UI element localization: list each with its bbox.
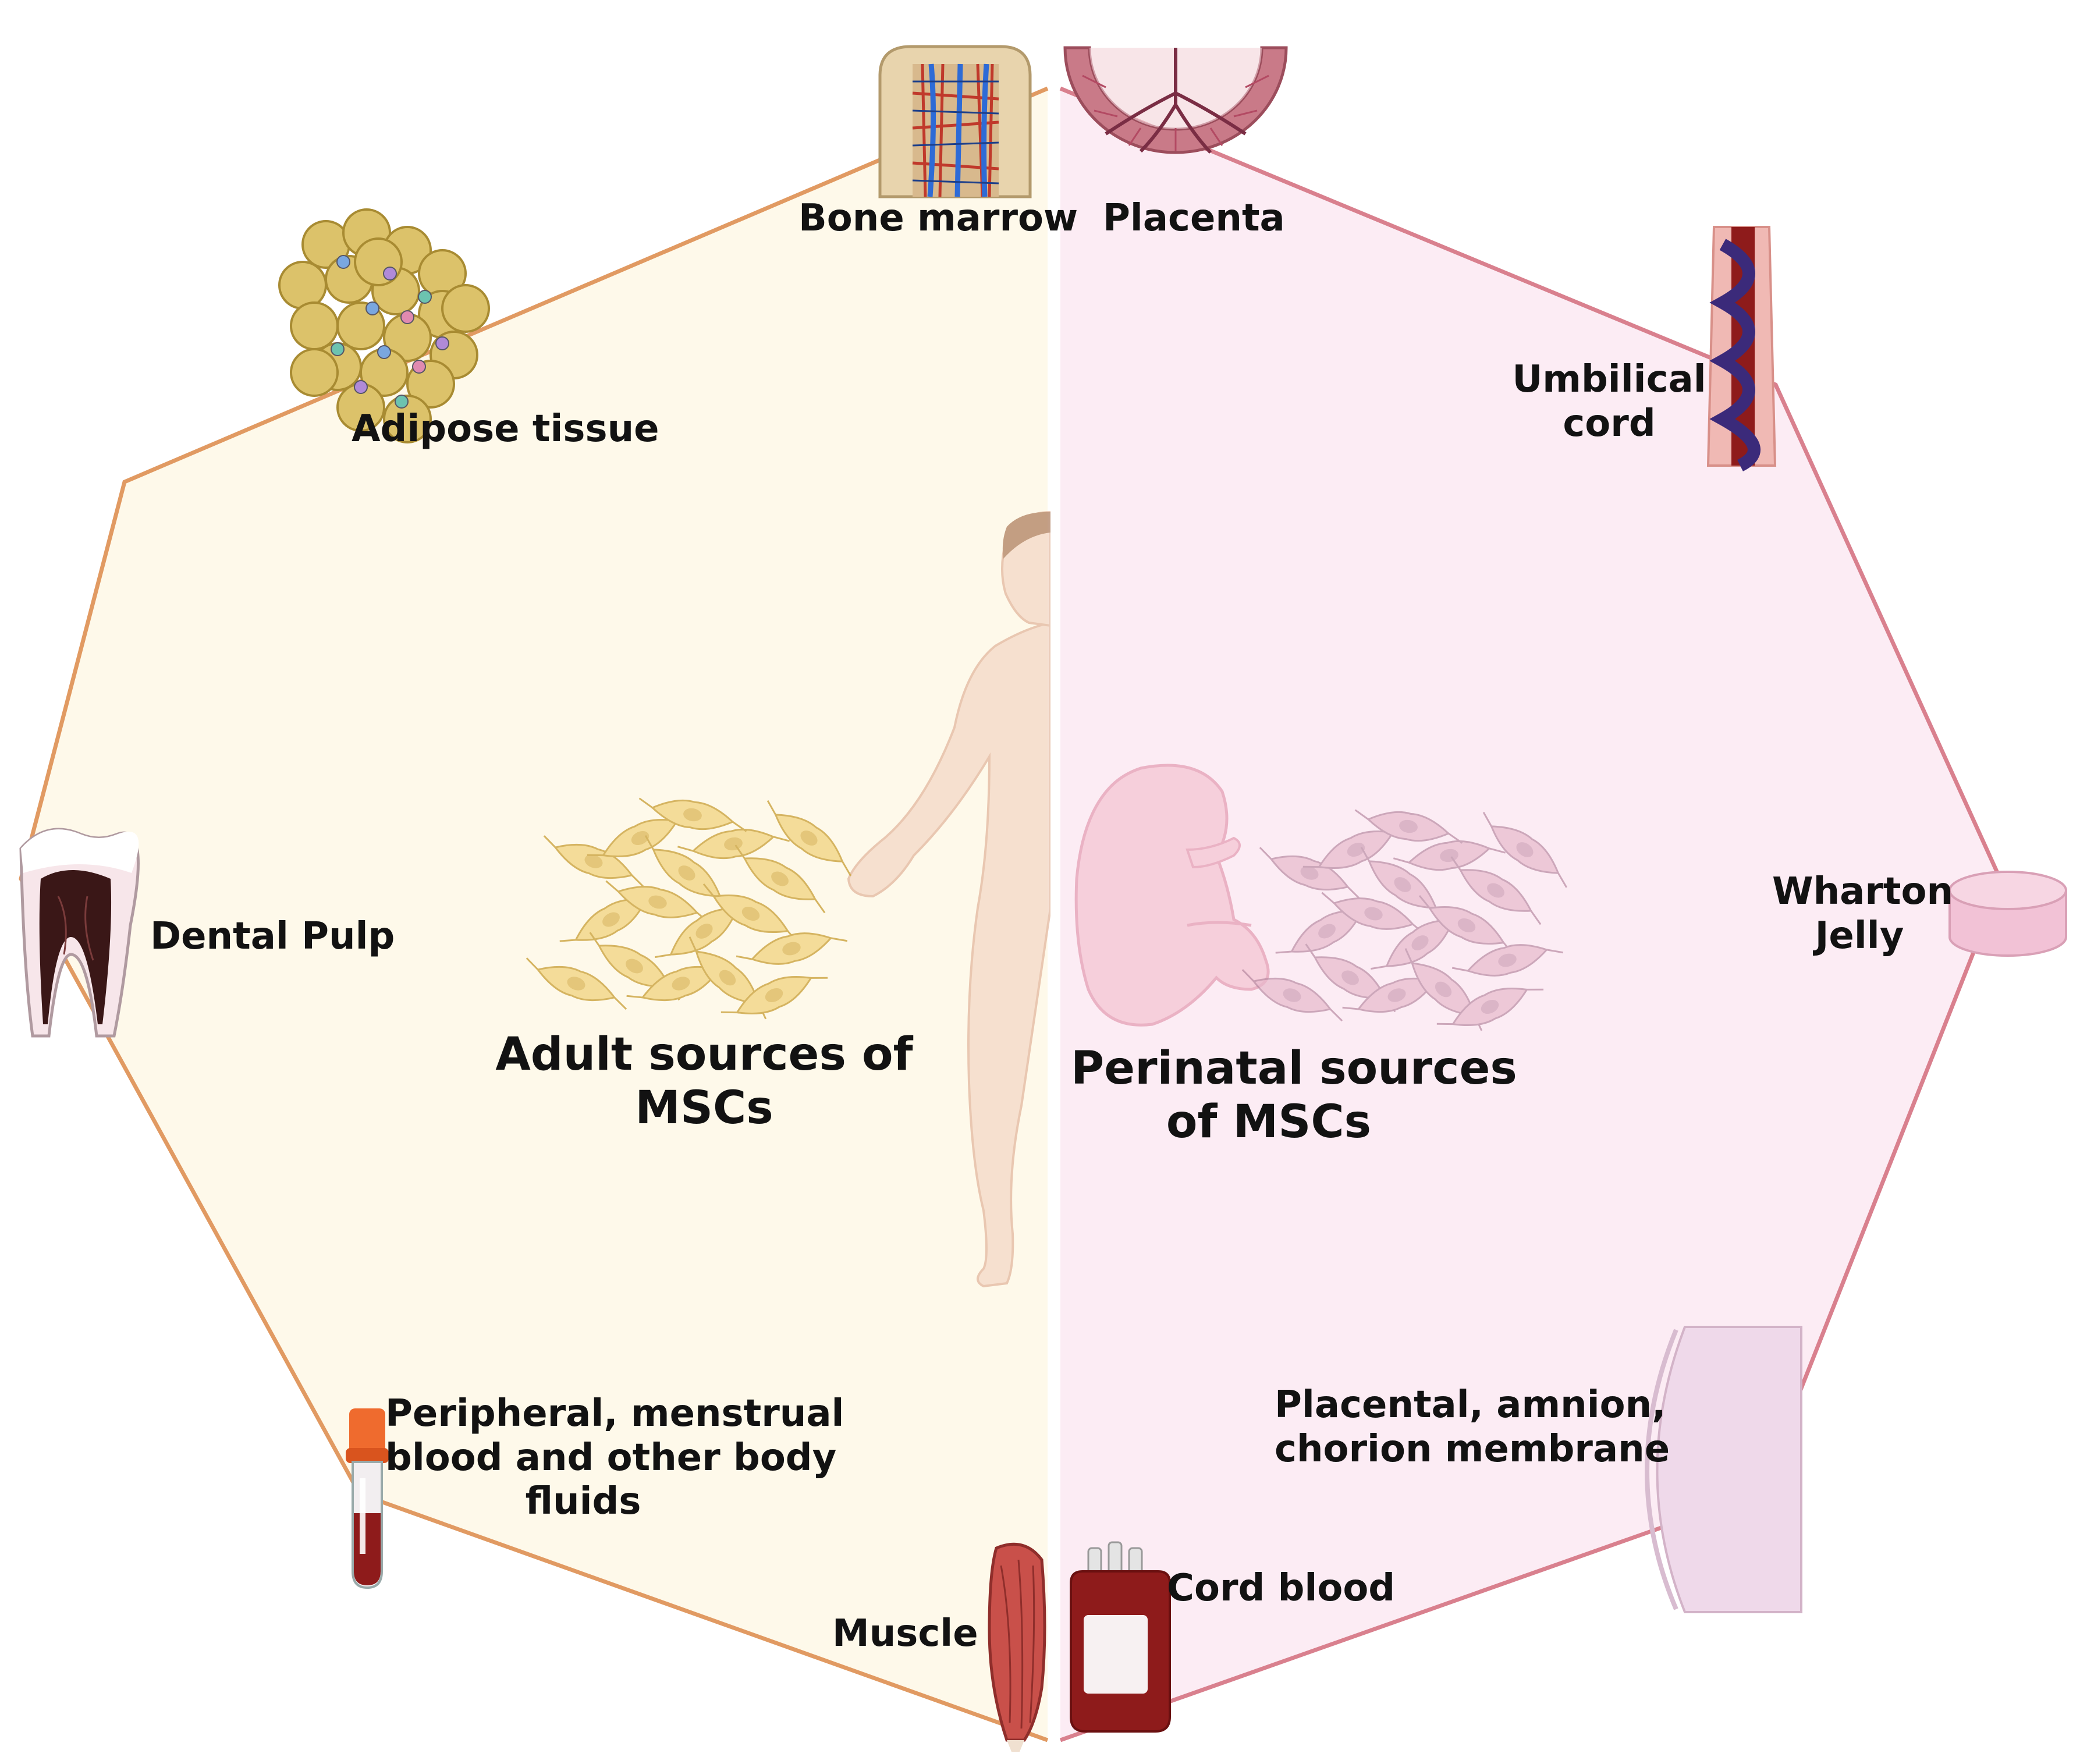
bone-marrow-icon	[878, 45, 1032, 198]
placenta-label: Placenta	[1103, 197, 1285, 240]
adult-cells-icon	[526, 797, 852, 1020]
membrane-label: Placental, amnion,chorion membrane	[1275, 1383, 1670, 1471]
cord-blood-label: Cord blood	[1167, 1567, 1396, 1610]
fetus-icon	[1074, 764, 1270, 1027]
human-body-icon	[847, 510, 1050, 1288]
adult-half-background	[21, 88, 1048, 1740]
bone-marrow-label: Bone marrow	[798, 197, 1078, 240]
placenta-icon	[1063, 46, 1288, 154]
cord-blood-bag-icon	[1070, 1541, 1171, 1733]
perinatal-cells-icon	[1241, 809, 1568, 1031]
muscle-icon	[988, 1542, 1046, 1752]
wharton-jelly-icon	[1948, 871, 2067, 957]
muscle-label: Muscle	[832, 1612, 978, 1655]
tooth-icon	[19, 828, 140, 1038]
dental-pulp-label: Dental Pulp	[150, 915, 395, 958]
adipose-tissue-label: Adipose tissue	[352, 407, 659, 450]
umbilical-cord-icon	[1706, 226, 1777, 471]
membrane-icon	[1645, 1326, 1802, 1613]
adipose-tissue-icon	[278, 208, 490, 443]
blood-tube-icon	[346, 1408, 389, 1589]
